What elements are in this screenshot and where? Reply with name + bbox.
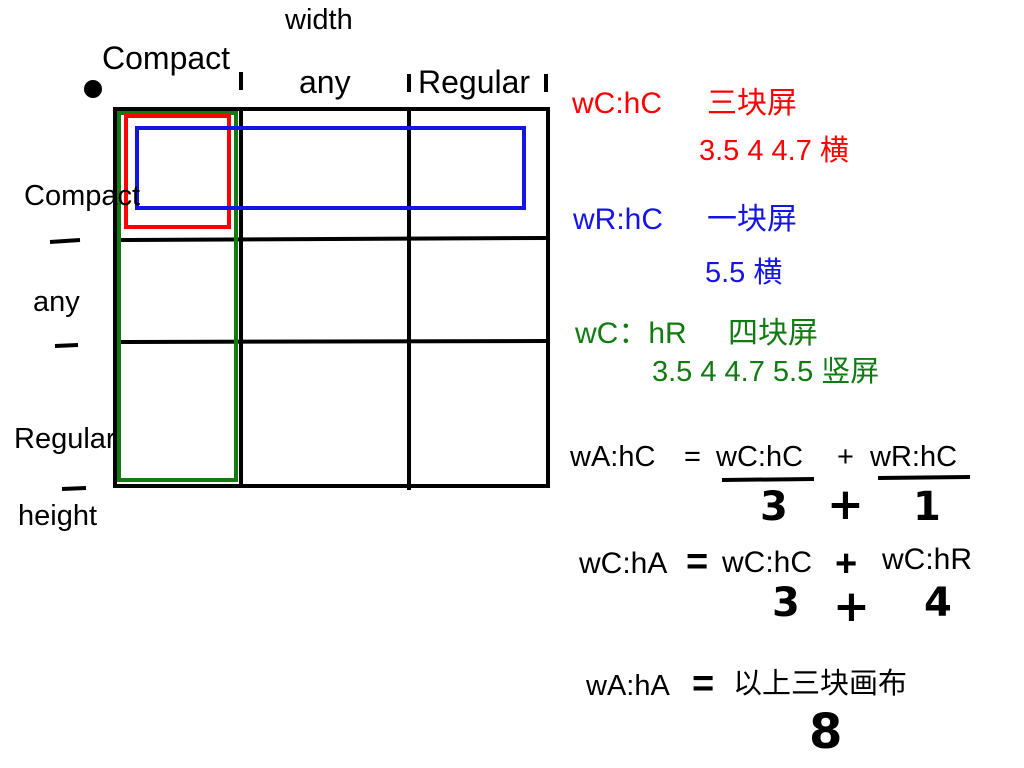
eq1-count1: 3: [760, 484, 788, 530]
note-wc-hr-count: 四块屏: [728, 317, 818, 350]
eq2-count-plus: +: [833, 581, 870, 632]
note-wr-hc-label: wR:hC: [573, 203, 664, 236]
eq1-plus: +: [837, 441, 854, 473]
eq2-count1: 3: [772, 580, 800, 626]
eq1-equals: =: [684, 441, 701, 473]
width-axis-label: width: [285, 4, 353, 36]
note-wc-hr-sizes: 3.5 4 4.7 5.5 竖屏: [652, 356, 880, 388]
eq3-text: 以上三块画布: [733, 668, 908, 700]
eq2-plus: +: [835, 543, 858, 585]
eq3-lhs: wA:hA: [586, 670, 670, 702]
note-wc-hc-count: 三块屏: [707, 87, 797, 120]
eq2-equals: =: [686, 541, 709, 583]
eq3-equals: =: [692, 663, 715, 705]
eq2-count2: 4: [924, 580, 952, 626]
eq1-lhs: wA:hC: [570, 441, 656, 473]
grid-lines: [113, 107, 550, 490]
eq2-term1: wC:hC: [722, 546, 813, 579]
note-wr-hc-count: 一块屏: [707, 203, 797, 236]
origin-dot: [84, 80, 102, 98]
region-wc-hr: [117, 111, 238, 482]
eq2-lhs: wC:hA: [579, 547, 668, 580]
row-label-any: any: [33, 286, 80, 318]
eq1-term1: wC:hC: [716, 441, 804, 473]
height-axis-label: height: [18, 500, 98, 532]
region-wc-hc: [124, 114, 231, 229]
note-wc-hc-sizes: 3.5 4 4.7 横: [699, 135, 849, 167]
equation-underlines: [721, 475, 971, 482]
note-wr-hc-sizes: 5.5 横: [705, 257, 783, 289]
row-label-compact: Compact: [24, 180, 141, 212]
row-label-regular: Regular: [14, 423, 116, 455]
row-dashes: [49, 238, 87, 491]
region-wr-hc: [135, 126, 526, 210]
column-label-regular: Regular: [418, 64, 531, 100]
column-label-compact: Compact: [102, 40, 231, 76]
column-ticks: [239, 72, 548, 92]
eq1-count-plus: +: [827, 479, 864, 530]
note-wc-hr-label: wC：hR: [575, 317, 687, 350]
eq3-count: 8: [809, 704, 843, 760]
eq2-term2: wC:hR: [882, 543, 973, 576]
note-wc-hc-label: wC:hC: [572, 87, 663, 120]
column-label-any: any: [299, 64, 351, 100]
eq1-count2: 1: [913, 484, 941, 530]
eq1-term2: wR:hC: [870, 441, 958, 473]
